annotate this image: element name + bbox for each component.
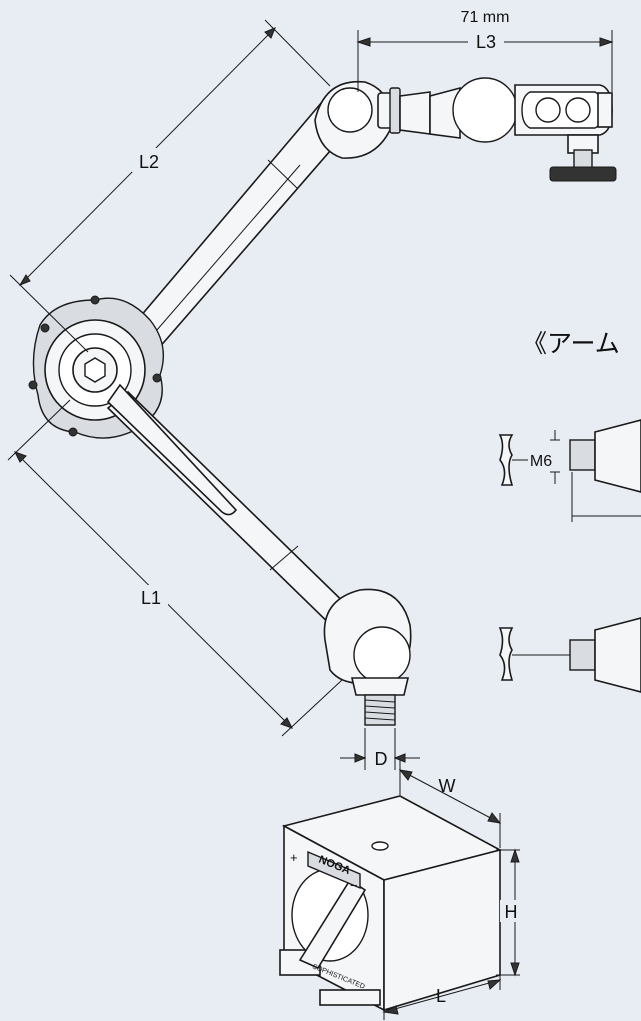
m6-detail [498, 419, 641, 522]
clamp-head [377, 77, 617, 182]
base-plus-sign: + [290, 850, 298, 865]
arm-heading: 《アーム [522, 329, 620, 358]
d-dimension [340, 728, 420, 770]
l1-label: L1 [141, 588, 161, 608]
w-dimension [398, 760, 502, 848]
base-minus-sign: − [350, 878, 358, 893]
second-detail [498, 617, 641, 693]
lower-joint [323, 588, 412, 726]
l-base-label: L [436, 986, 446, 1006]
l-dimension [382, 975, 502, 1020]
d-label: D [375, 749, 388, 769]
w-label: W [439, 776, 456, 796]
m6-label: M6 [530, 453, 552, 470]
h-label: H [505, 902, 518, 922]
l3-value-label: 71 mm [461, 9, 510, 26]
l2-label: L2 [139, 152, 159, 172]
magnetic-base [279, 795, 503, 1012]
l3-label: L3 [476, 32, 496, 52]
